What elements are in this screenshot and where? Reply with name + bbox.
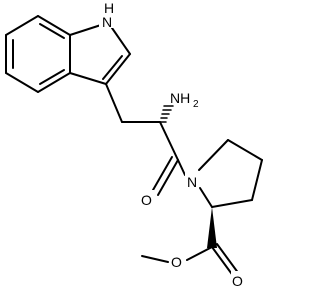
double-bond-inner [102, 55, 123, 80]
atom-label-ester-carbonyl-o: O [232, 273, 243, 289]
bond [37, 15, 71, 36]
bond [186, 246, 213, 261]
atom-amide-n: N [185, 172, 199, 190]
double-bond [216, 243, 240, 275]
double-bond [152, 156, 173, 191]
side-chain [105, 83, 186, 196]
double-bond-inner [39, 69, 65, 85]
bond [251, 159, 263, 201]
atom-label-carbonyl-o: O [141, 192, 152, 208]
bond [5, 15, 39, 36]
atom-ester-o: O [170, 252, 184, 270]
pyrrole-ring [69, 23, 131, 85]
bond [211, 246, 235, 278]
bond [111, 27, 131, 55]
atom-carbonyl-o: O [140, 190, 154, 208]
bond [211, 199, 253, 208]
bond [198, 139, 229, 171]
bond [159, 121, 179, 161]
bond [69, 72, 107, 85]
bond [177, 159, 186, 176]
atom-label-indole-n: N [102, 14, 112, 30]
bond [227, 139, 263, 161]
wedge-bond [207, 207, 217, 248]
atom-label-indole-h: H [104, 0, 114, 16]
atom-label-ester-o: O [171, 254, 182, 270]
bond [5, 72, 39, 93]
bond [105, 53, 131, 85]
atom-indole-nh: N H [99, 0, 119, 30]
chemical-structure: N H NH 2 N O O O [5, 0, 263, 289]
bond [199, 187, 213, 208]
ester-group [141, 207, 240, 278]
atom-label-amide-n: N [187, 174, 197, 190]
bond [141, 255, 169, 263]
atom-label-amine: NH [170, 90, 190, 106]
benzene-ring [5, 15, 71, 93]
proline-ring [198, 139, 263, 208]
atom-label-amine-subscript: 2 [193, 99, 199, 110]
atom-ester-carbonyl-o: O [231, 271, 245, 289]
bond [157, 159, 179, 196]
bond [105, 83, 123, 123]
bond [69, 23, 105, 36]
bond [37, 72, 71, 93]
atom-amine: NH 2 [170, 90, 199, 110]
double-bond-inner [39, 23, 65, 39]
